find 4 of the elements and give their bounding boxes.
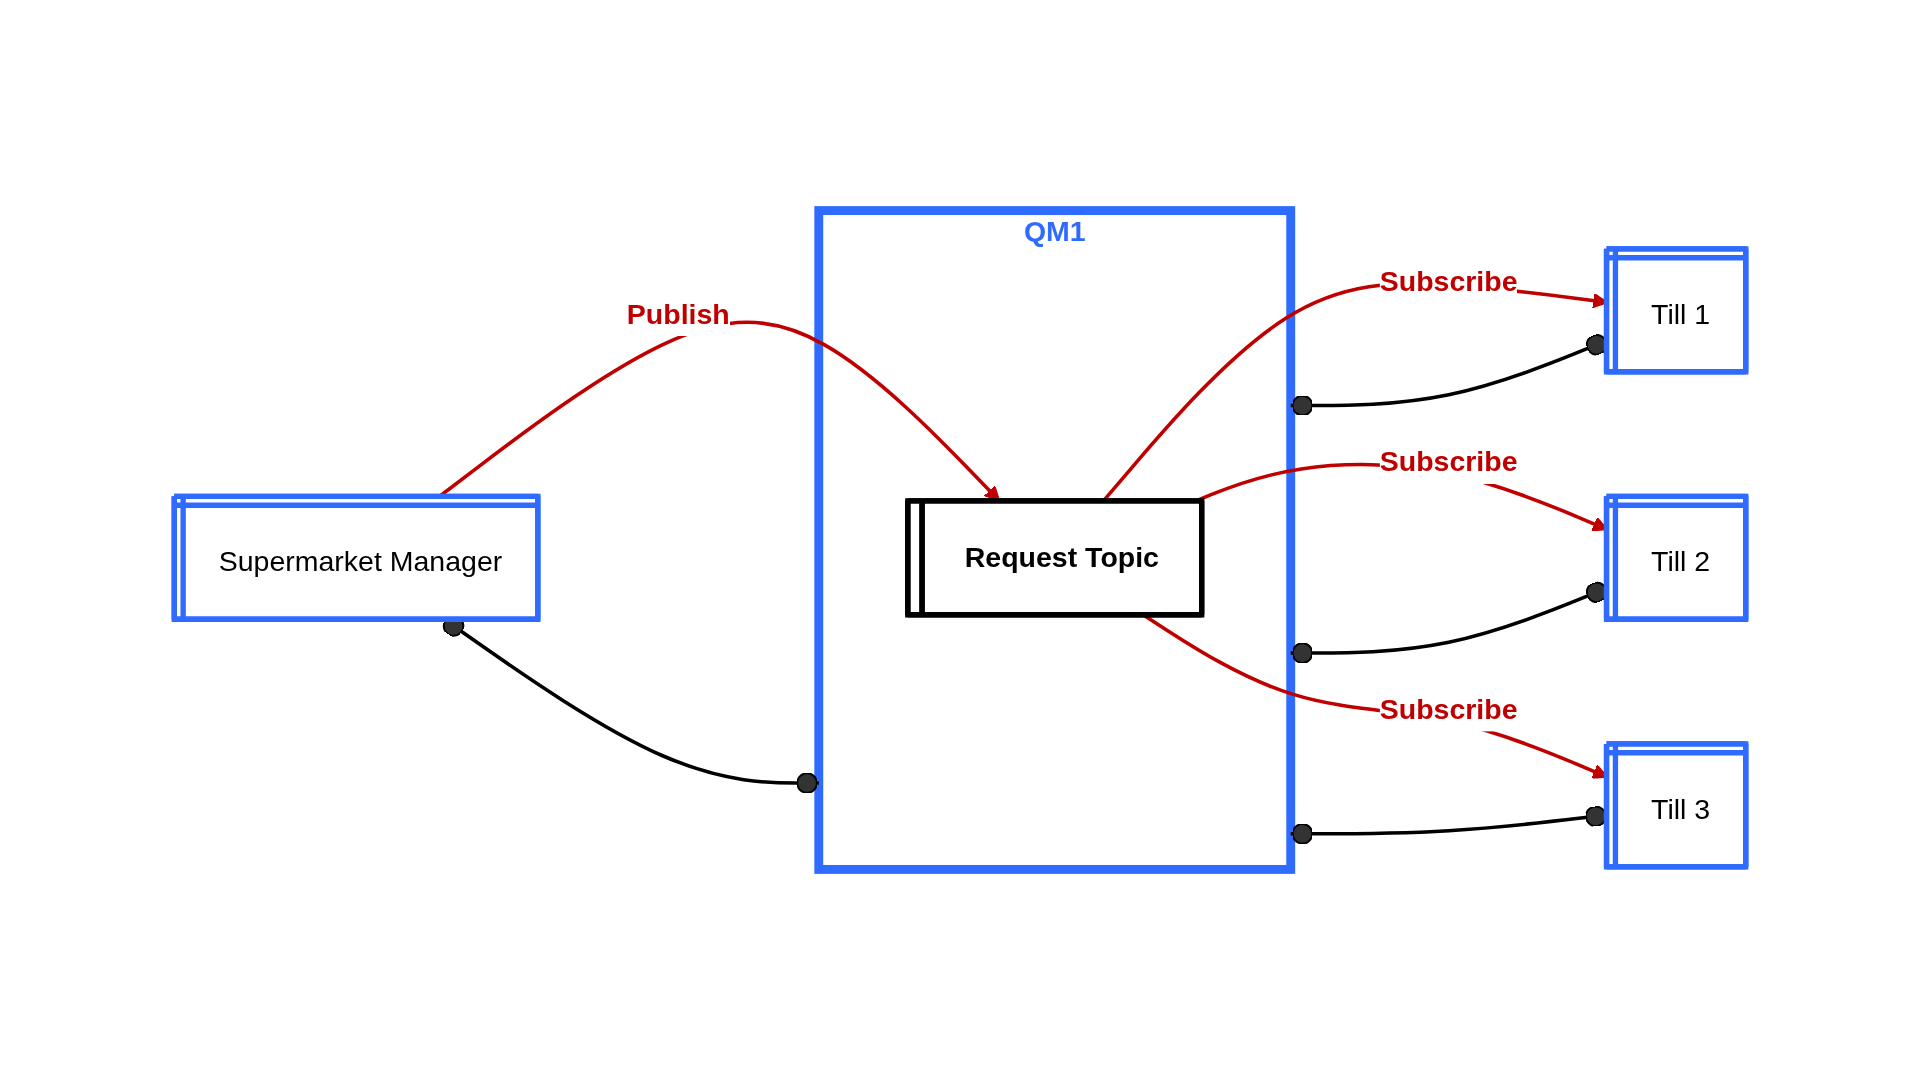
edge-label: Subscribe xyxy=(1379,265,1518,297)
edge-label: Subscribe xyxy=(1379,694,1518,725)
edge-label: Publish xyxy=(626,298,730,329)
edge-label: Subscribe xyxy=(1379,446,1518,477)
